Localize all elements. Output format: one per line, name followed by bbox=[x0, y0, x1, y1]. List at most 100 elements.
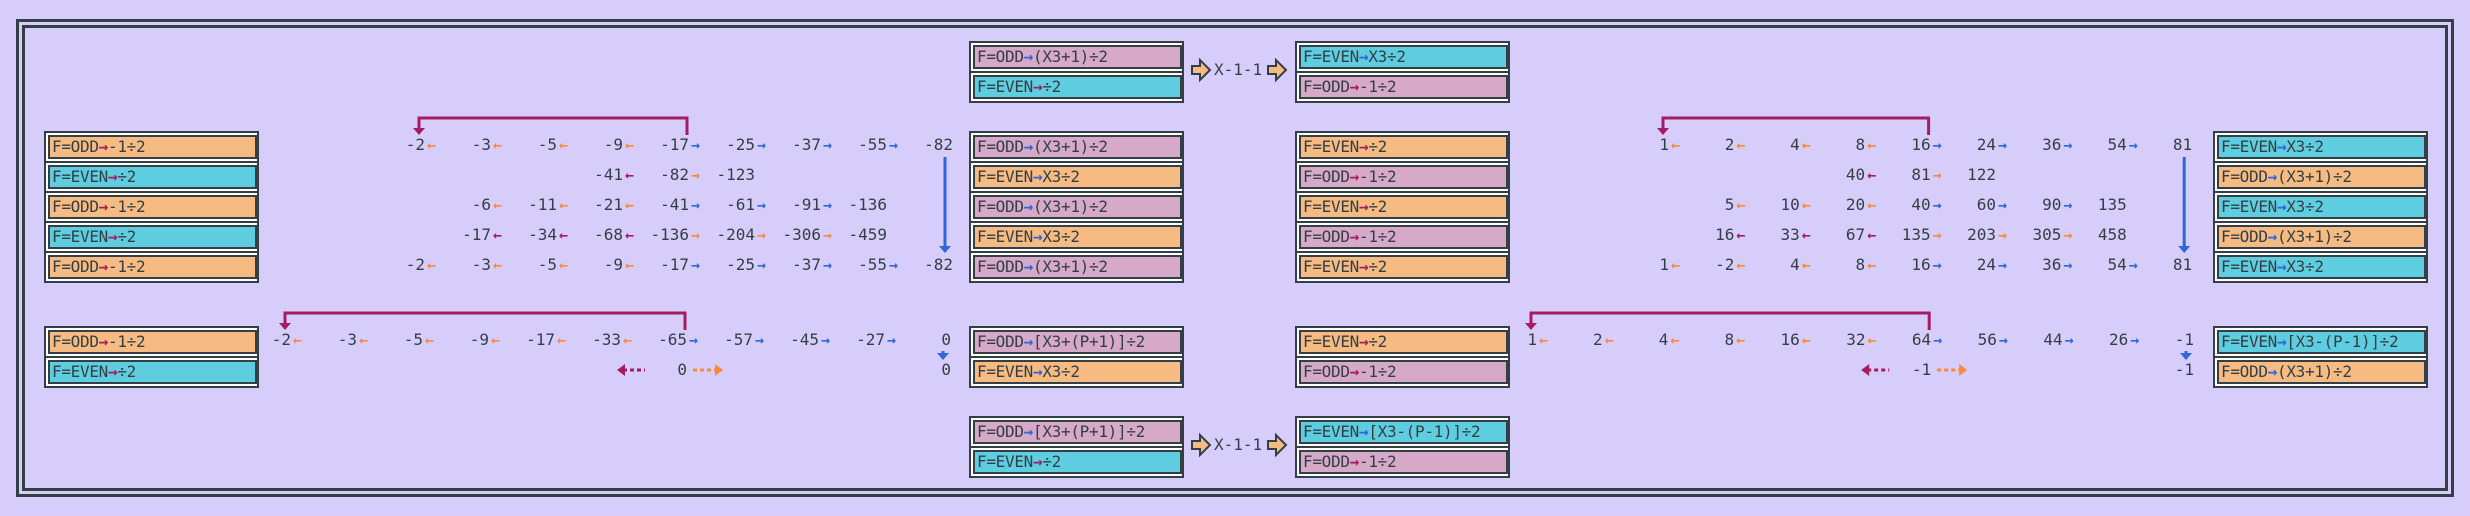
sequence-number: -2 bbox=[271, 330, 291, 349]
arrow-right-icon: → bbox=[1932, 196, 1942, 214]
rule-operation: (X3+1)÷2 bbox=[2277, 167, 2352, 186]
rule-condition: F=ODD bbox=[1303, 362, 1350, 381]
rule-condition: F=ODD bbox=[2221, 167, 2268, 186]
arrow-right-icon: → bbox=[1023, 197, 1034, 216]
arrow-right-icon: → bbox=[1359, 422, 1369, 441]
sequence-number: -1 bbox=[1911, 360, 1932, 379]
rule-box-fill: F=EVEN→X3÷2 bbox=[2217, 135, 2426, 159]
rule-box-fill: F=ODD→(X3+1)÷2 bbox=[2217, 360, 2426, 384]
rule-condition: F=ODD bbox=[52, 332, 99, 351]
rule-operation: X3÷2 bbox=[2286, 137, 2324, 156]
rule-box-fill: F=ODD→(X3+1)÷2 bbox=[2217, 225, 2426, 249]
rule-operation: ÷2 bbox=[117, 167, 137, 186]
arrow-right-icon: → bbox=[691, 196, 701, 214]
arrow-right-icon: → bbox=[2130, 331, 2140, 349]
rule-box: F=ODD→-1÷2 bbox=[44, 191, 259, 223]
frame-outer-border bbox=[16, 19, 2454, 497]
sequence-number: 4 bbox=[1790, 255, 1800, 274]
sequence-number: -17 bbox=[526, 330, 555, 349]
arrow-right-icon bbox=[1959, 364, 1968, 376]
sequence-number: -459 bbox=[848, 225, 887, 244]
rule-condition: F=EVEN bbox=[1303, 257, 1359, 276]
rule-box: F=ODD→-1÷2 bbox=[44, 251, 259, 283]
rule-box-fill: F=ODD→(X3+1)÷2 bbox=[973, 135, 1182, 159]
sequence-number: -2 bbox=[405, 135, 425, 154]
rule-box: F=ODD→(X3+1)÷2 bbox=[2213, 221, 2428, 253]
rule-box-fill: F=EVEN→÷2 bbox=[48, 360, 257, 384]
sequence-number: 64 bbox=[1911, 330, 1932, 349]
rule-operation: ÷2 bbox=[1368, 137, 1388, 156]
rule-operation: X3÷2 bbox=[1042, 362, 1080, 381]
rule-box: F=EVEN→[X3-(P-1)]÷2 bbox=[2213, 326, 2428, 358]
rule-operation: (X3+1)÷2 bbox=[2277, 362, 2352, 381]
sequence-number: 24 bbox=[1976, 255, 1996, 274]
sequence-number: 4 bbox=[1658, 330, 1669, 349]
arrow-right-icon: → bbox=[1998, 196, 2008, 214]
arrow-right-icon: → bbox=[1023, 257, 1034, 276]
rule-box: F=ODD→(X3+1)÷2 bbox=[2213, 161, 2428, 193]
rule-operation: X3÷2 bbox=[1042, 227, 1080, 246]
arrow-right-icon: → bbox=[1359, 137, 1369, 156]
arrow-right-icon: → bbox=[2063, 196, 2073, 214]
rule-box-fill: F=EVEN→X3÷2 bbox=[973, 225, 1182, 249]
sequence-number: 135 bbox=[1901, 225, 1931, 244]
arrow-right-icon: → bbox=[1932, 256, 1942, 274]
sequence-number: -57 bbox=[724, 330, 753, 349]
sequence-number: 54 bbox=[2107, 255, 2127, 274]
arrow-right-icon: → bbox=[2277, 137, 2287, 156]
arrow-left-icon: ← bbox=[1867, 136, 1877, 154]
rule-operation: ÷2 bbox=[1368, 197, 1388, 216]
rule-box: F=EVEN→÷2 bbox=[1295, 131, 1510, 163]
rule-box: F=EVEN→÷2 bbox=[1295, 251, 1510, 283]
rule-operation: (X3+1)÷2 bbox=[2277, 227, 2352, 246]
sequence-number: 0 bbox=[941, 360, 951, 379]
fat-arrow-icon bbox=[1267, 57, 1288, 83]
rule-box-fill: F=EVEN→X3÷2 bbox=[2217, 195, 2426, 219]
rule-box-fill: F=ODD→-1÷2 bbox=[1299, 225, 1508, 249]
loop-back-connector bbox=[1661, 116, 1931, 135]
sequence-number: -82 bbox=[924, 255, 953, 274]
sequence-number: 36 bbox=[2042, 255, 2062, 274]
sequence-number: 90 bbox=[2042, 195, 2062, 214]
rule-condition: F=ODD bbox=[977, 422, 1024, 441]
arrow-right-icon: → bbox=[1359, 332, 1369, 351]
rule-box: F=ODD→(X3+1)÷2 bbox=[969, 131, 1184, 163]
arrow-left-icon: ← bbox=[491, 331, 501, 349]
arrow-left-icon: ← bbox=[625, 256, 635, 274]
rule-box: F=ODD→-1÷2 bbox=[1295, 446, 1510, 478]
arrow-right-icon: → bbox=[889, 136, 899, 154]
sequence-number: -68 bbox=[594, 225, 623, 244]
arrow-left-icon: ← bbox=[1867, 331, 1877, 349]
rule-box: F=ODD→-1÷2 bbox=[1295, 161, 1510, 193]
arrow-right-icon: → bbox=[691, 256, 701, 274]
rule-box: F=EVEN→÷2 bbox=[969, 71, 1184, 103]
arrow-right-icon: → bbox=[1033, 227, 1043, 246]
arrow-right-icon: → bbox=[1033, 167, 1043, 186]
rule-box: F=EVEN→÷2 bbox=[44, 356, 259, 388]
rule-condition: F=ODD bbox=[977, 137, 1024, 156]
arrow-right-icon: → bbox=[1998, 226, 2008, 244]
rule-operation: ÷2 bbox=[1042, 77, 1062, 96]
transform-label: X-1-1 bbox=[1214, 435, 1263, 454]
rule-condition: F=ODD bbox=[2221, 362, 2268, 381]
rule-box-fill: F=EVEN→[X3-(P-1)]÷2 bbox=[2217, 330, 2426, 354]
sequence-number: -17 bbox=[660, 135, 689, 154]
rule-box: F=ODD→-1÷2 bbox=[1295, 356, 1510, 388]
arrow-left-icon: ← bbox=[559, 136, 569, 154]
rule-box-fill: F=ODD→-1÷2 bbox=[1299, 450, 1508, 474]
arrow-left-icon: ← bbox=[625, 136, 635, 154]
sequence-number: -82 bbox=[924, 135, 953, 154]
rule-box: F=EVEN→÷2 bbox=[969, 446, 1184, 478]
rule-box-fill: F=EVEN→÷2 bbox=[973, 75, 1182, 99]
rule-box-fill: F=EVEN→÷2 bbox=[1299, 255, 1508, 279]
rule-box-fill: F=EVEN→÷2 bbox=[1299, 135, 1508, 159]
arrow-right-icon: → bbox=[757, 256, 767, 274]
arrow-down-icon bbox=[2178, 246, 2191, 253]
rule-box-fill: F=EVEN→÷2 bbox=[48, 225, 257, 249]
sequence-number: -25 bbox=[726, 255, 755, 274]
fat-arrow-icon bbox=[1191, 432, 1212, 458]
sequence-number: -6 bbox=[471, 195, 491, 214]
arrow-right-icon: → bbox=[691, 136, 701, 154]
rule-condition: F=EVEN bbox=[977, 167, 1033, 186]
arrow-right-icon: → bbox=[1349, 362, 1360, 381]
